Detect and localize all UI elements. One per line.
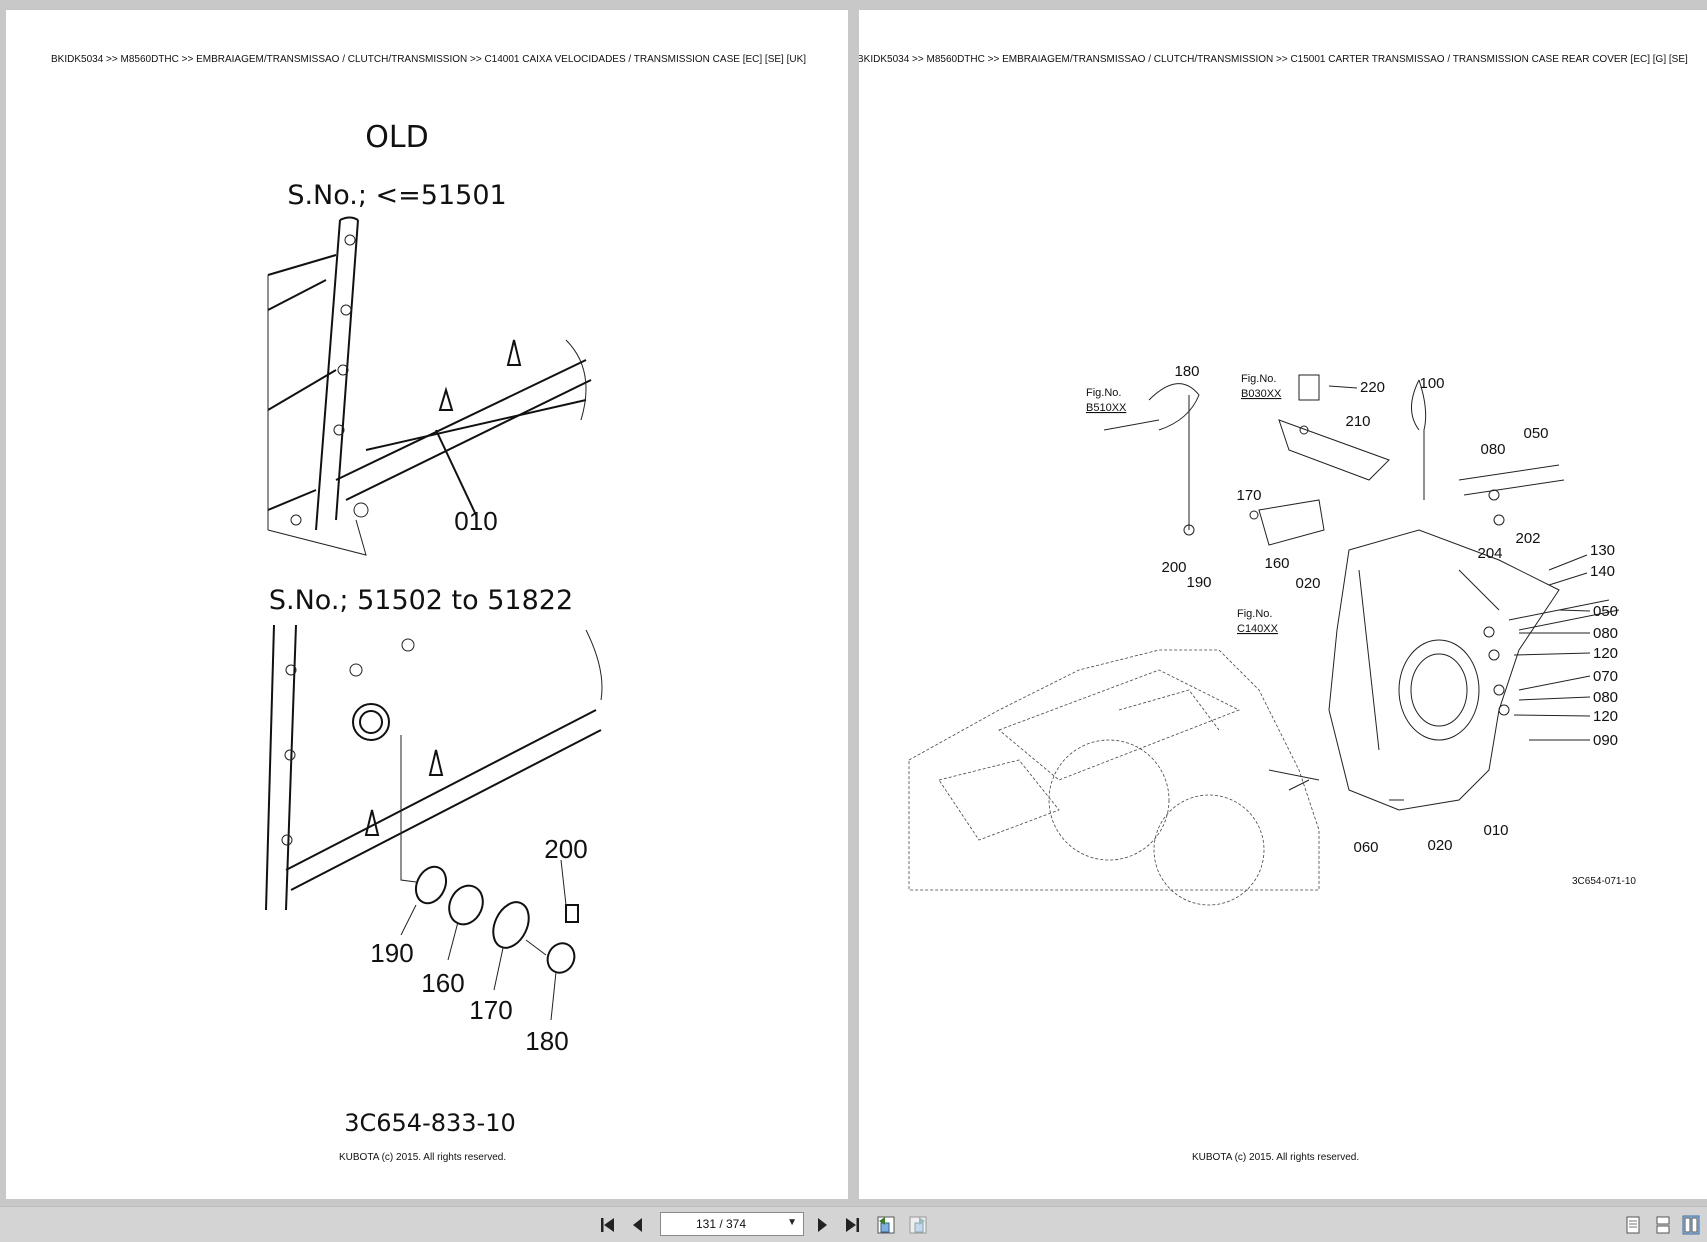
callout-020-b: 020 — [1427, 837, 1452, 854]
callout-020-a: 020 — [1295, 575, 1320, 592]
callout-200: 200 — [1161, 559, 1186, 576]
right-document-page: BKIDK5034 >> M8560DTHC >> EMBRAIAGEM/TRA… — [859, 10, 1707, 1199]
rear-cover-drawing — [1328, 529, 1560, 811]
left-breadcrumb: BKIDK5034 >> M8560DTHC >> EMBRAIAGEM/TRA… — [51, 54, 807, 65]
dropdown-arrow-icon: ▼ — [787, 1217, 797, 1228]
right-figure-code: 3C654-071-10 — [1572, 876, 1636, 887]
old-heading: OLD — [365, 120, 428, 155]
right-parts-diagram: Fig.No. B510XX Fig.No. B030XX Fig.No. C1… — [908, 363, 1636, 906]
go-back-icon[interactable] — [876, 1215, 896, 1235]
left-figure-code: 3C654-833-10 — [344, 1109, 516, 1137]
page-indicator: 131 / 374 — [695, 1217, 747, 1231]
callout-180: 180 — [525, 1026, 568, 1056]
callout-204: 204 — [1477, 545, 1502, 562]
ref-label-1: Fig.No. — [1086, 387, 1121, 399]
callout-080-c: 080 — [1593, 689, 1618, 706]
left-parts-diagram: OLD S.No.; <=51501 010 S.No.; 51502 to 5… — [265, 120, 603, 1137]
callout-050-a: 050 — [1523, 425, 1548, 442]
small-parts-drawing — [1103, 374, 1620, 801]
callout-190: 190 — [1186, 574, 1211, 591]
serial-range-1: S.No.; <=51501 — [287, 180, 506, 211]
callout-060: 060 — [1353, 839, 1378, 856]
callout-170: 170 — [1236, 487, 1261, 504]
callout-120-b: 120 — [1593, 708, 1618, 725]
page-number-select[interactable]: 131 / 374 ▼ — [660, 1212, 804, 1236]
ref-label-2: Fig.No. — [1241, 373, 1276, 385]
callout-070: 070 — [1593, 668, 1618, 685]
transmission-case-new-drawing — [265, 624, 603, 974]
callout-080-b: 080 — [1593, 625, 1618, 642]
left-document-page: BKIDK5034 >> M8560DTHC >> EMBRAIAGEM/TRA… — [6, 10, 848, 1199]
callout-100: 100 — [1419, 375, 1444, 392]
callout-190: 190 — [370, 938, 413, 968]
facing-view-icon[interactable] — [1682, 1215, 1700, 1235]
callout-090: 090 — [1593, 732, 1618, 749]
callout-200: 200 — [544, 834, 587, 864]
transmission-case-old-drawing — [267, 216, 592, 556]
right-footer: KUBOTA (c) 2015. All rights reserved. — [1192, 1152, 1360, 1163]
right-breadcrumb: BKIDK5034 >> M8560DTHC >> EMBRAIAGEM/TRA… — [859, 54, 1688, 65]
callout-120-a: 120 — [1593, 645, 1618, 662]
callout-080-a: 080 — [1480, 441, 1505, 458]
last-page-icon[interactable] — [842, 1215, 862, 1235]
callout-010: 010 — [454, 506, 497, 536]
next-page-icon[interactable] — [812, 1215, 832, 1235]
ref-code-b510xx: B510XX — [1086, 402, 1127, 414]
first-page-icon[interactable] — [598, 1215, 618, 1235]
callout-170: 170 — [469, 995, 512, 1025]
ref-code-c140xx: C140XX — [1237, 623, 1279, 635]
ref-label-3: Fig.No. — [1237, 608, 1272, 620]
callout-160: 160 — [421, 968, 464, 998]
viewer-toolbar: 131 / 374 ▼ — [0, 1206, 1707, 1242]
left-footer: KUBOTA (c) 2015. All rights reserved. — [339, 1152, 507, 1163]
ref-code-b030xx: B030XX — [1241, 388, 1282, 400]
callout-210: 210 — [1345, 413, 1370, 430]
callout-010: 010 — [1483, 822, 1508, 839]
go-forward-icon[interactable] — [908, 1215, 928, 1235]
serial-range-2: S.No.; 51502 to 51822 — [269, 585, 573, 616]
callout-labels: 180 220 100 210 080 050 170 202 204 160 … — [1161, 363, 1618, 856]
callout-160: 160 — [1264, 555, 1289, 572]
plate-210 — [1278, 419, 1390, 481]
callout-130: 130 — [1590, 542, 1615, 559]
callout-050-b: 050 — [1593, 603, 1618, 620]
callout-180: 180 — [1174, 363, 1199, 380]
transmission-case-outline — [908, 649, 1320, 906]
callout-202: 202 — [1515, 530, 1540, 547]
callout-220: 220 — [1360, 379, 1385, 396]
continuous-view-icon[interactable] — [1655, 1216, 1671, 1234]
previous-page-icon[interactable] — [628, 1215, 648, 1235]
single-page-view-icon[interactable] — [1625, 1216, 1641, 1234]
callout-140: 140 — [1590, 563, 1615, 580]
